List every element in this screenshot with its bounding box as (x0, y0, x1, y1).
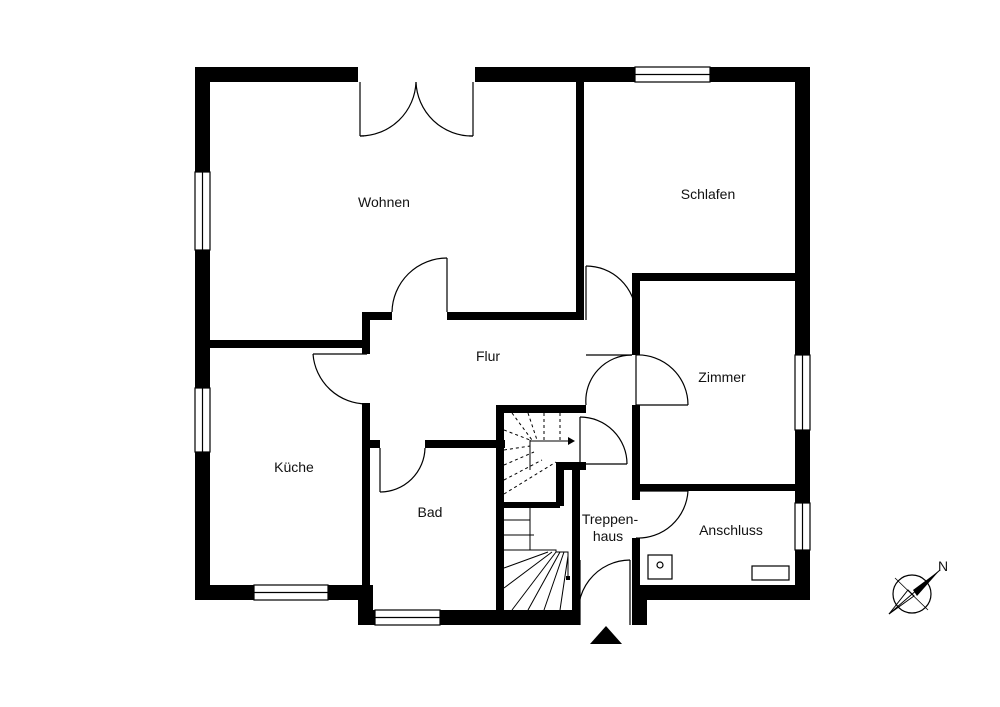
wall-left-2 (195, 250, 210, 388)
door-wohnen (391, 257, 448, 313)
room-label-flur: Flur (476, 348, 500, 364)
wall-treppe-top (496, 405, 586, 413)
wall-right-2 (795, 430, 810, 503)
room-label-schlafen: Schlafen (681, 186, 735, 202)
wall-left-3 (195, 452, 210, 600)
window-bottom-kueche (253, 584, 329, 601)
room-label-treppenhaus-line2: haus (593, 528, 623, 544)
room-label-zimmer: Zimmer (698, 369, 746, 385)
windows (194, 66, 811, 626)
door-schlafen (585, 265, 637, 320)
wall-flur-west-top (362, 312, 370, 354)
wall-bad-top-left (362, 440, 380, 448)
stair-upper-flight (503, 412, 561, 495)
window-right-anschluss (794, 502, 811, 551)
wall-wohnen-kueche (210, 340, 370, 348)
wall-flur-west-bottom (362, 403, 370, 600)
wall-wohnen-schlafen (576, 82, 584, 320)
door-zimmer (635, 354, 689, 406)
wall-bad-top-right (425, 440, 505, 448)
wall-top-middle (475, 67, 635, 82)
wall-zimmer-anschluss (632, 484, 802, 491)
doors (312, 81, 689, 626)
window-left-wohnen (194, 171, 211, 251)
room-label-anschluss: Anschluss (699, 522, 763, 538)
wall-bottom-bad-1 (358, 610, 375, 625)
room-labels: Wohnen Schlafen Flur Zimmer Küche Bad Tr… (274, 186, 763, 544)
window-left-kueche (194, 387, 211, 453)
door-bad (379, 447, 426, 493)
wall-wohnen-flur-right (447, 312, 584, 320)
wall-bad-treppe (496, 405, 504, 625)
door-stair (579, 416, 628, 465)
wall-treppe-inner-v (556, 462, 564, 506)
wall-treppe-landing (504, 502, 560, 508)
wall-right-1 (795, 67, 810, 355)
wall-treppe-right (572, 470, 580, 625)
compass-north-label: N (938, 558, 948, 574)
window-bottom-bad (374, 609, 441, 626)
wall-zimmer-left-top (632, 280, 640, 355)
room-label-wohnen: Wohnen (358, 194, 410, 210)
staircase (503, 412, 575, 611)
wall-top-right (710, 67, 810, 82)
room-label-bad: Bad (418, 504, 443, 520)
wall-wohnen-flur-left (362, 312, 392, 320)
wall-anschluss-left (632, 538, 640, 600)
wall-bottom-bad-2 (440, 610, 580, 625)
window-top-schlafen (634, 66, 711, 83)
wall-bottom-kitchen-1 (195, 585, 254, 600)
door-entrance (577, 559, 631, 626)
interior-walls (210, 82, 802, 625)
door-terrace (359, 81, 474, 137)
exterior-walls (195, 67, 810, 625)
wall-schlafen-zimmer (632, 273, 802, 281)
stair-arrow (529, 437, 575, 470)
room-label-kueche: Küche (274, 459, 314, 475)
wall-top-left (195, 67, 358, 82)
washing-machine-icon (647, 554, 673, 580)
stair-lower-flight (503, 508, 570, 611)
wall-zimmer-left-bottom (632, 405, 640, 500)
compass-icon (888, 569, 941, 615)
door-anschluss (635, 490, 689, 539)
window-right-zimmer (794, 354, 811, 431)
door-treppenhaus (585, 354, 633, 406)
room-label-treppenhaus-line1: Treppen- (582, 511, 639, 527)
entrance-arrow-icon (590, 626, 622, 644)
wall-treppe-inner (556, 462, 586, 470)
door-kueche (312, 353, 368, 405)
wall-left-1 (195, 67, 210, 172)
wall-bottom-right (632, 585, 810, 600)
anschluss-fixtures (647, 554, 790, 581)
washbasin-icon (751, 565, 790, 581)
